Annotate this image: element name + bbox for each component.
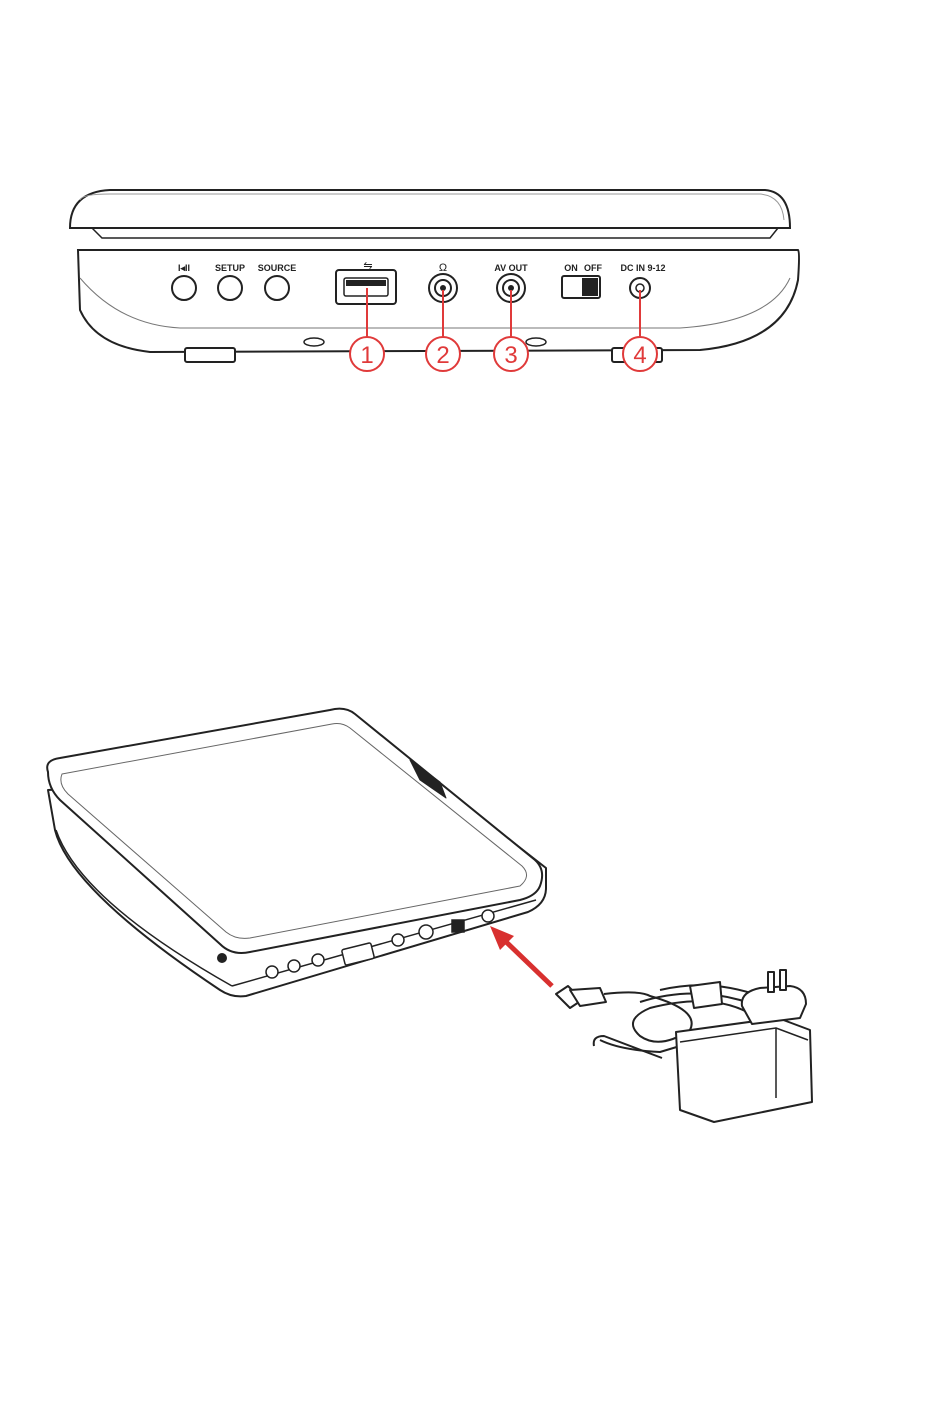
lid-outline: [70, 190, 790, 228]
dc-in-label: DC IN 9-12: [620, 263, 665, 273]
switch-on-label: ON: [564, 263, 578, 273]
side-view-figure: I◂II SETUP SOURCE ⇋ Ω AV OUT ON OFF DC I…: [0, 170, 950, 410]
source-label: SOURCE: [258, 263, 297, 273]
side-view-drawing: I◂II SETUP SOURCE ⇋ Ω AV OUT ON OFF DC I…: [0, 170, 950, 410]
insertion-arrow: [490, 926, 552, 986]
headphone-icon: Ω: [439, 262, 447, 274]
setup-label: SETUP: [215, 263, 245, 273]
callout-2: 2: [436, 342, 449, 369]
perspective-view-figure: [0, 690, 950, 1140]
setup-button: [218, 276, 242, 300]
skip-button: [172, 276, 196, 300]
skip-label: I◂II: [178, 263, 190, 273]
power-adapter: [556, 970, 812, 1122]
perspective-drawing: [0, 690, 950, 1140]
power-switch: [562, 276, 600, 298]
av-out-label: AV OUT: [494, 263, 528, 273]
callout-1: 1: [360, 342, 373, 369]
switch-off-label: OFF: [584, 263, 602, 273]
source-button: [265, 276, 289, 300]
callout-3: 3: [504, 342, 517, 369]
callout-4: 4: [633, 342, 646, 369]
